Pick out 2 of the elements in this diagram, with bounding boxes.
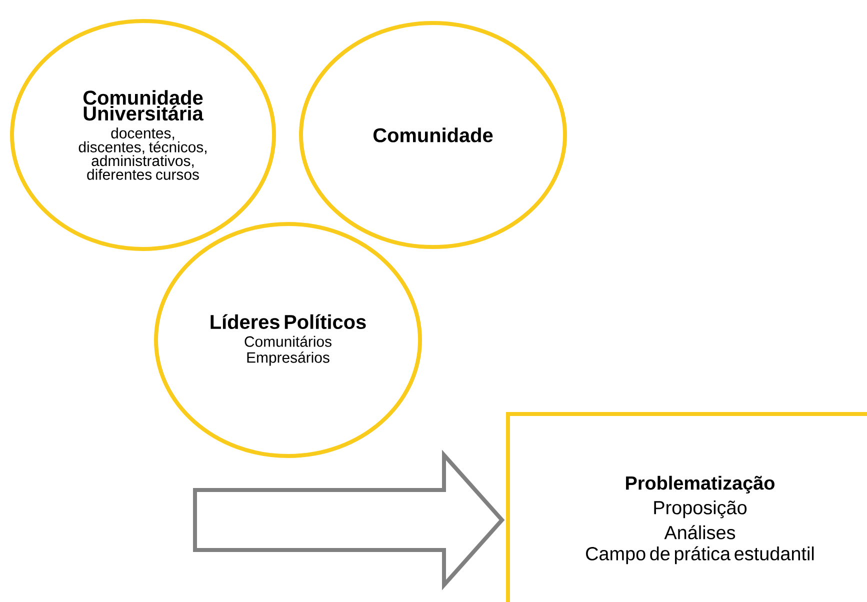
block-arrow [193, 450, 505, 590]
text-box: Problematização Proposição Análises Campo de prática estudantil [506, 412, 867, 602]
